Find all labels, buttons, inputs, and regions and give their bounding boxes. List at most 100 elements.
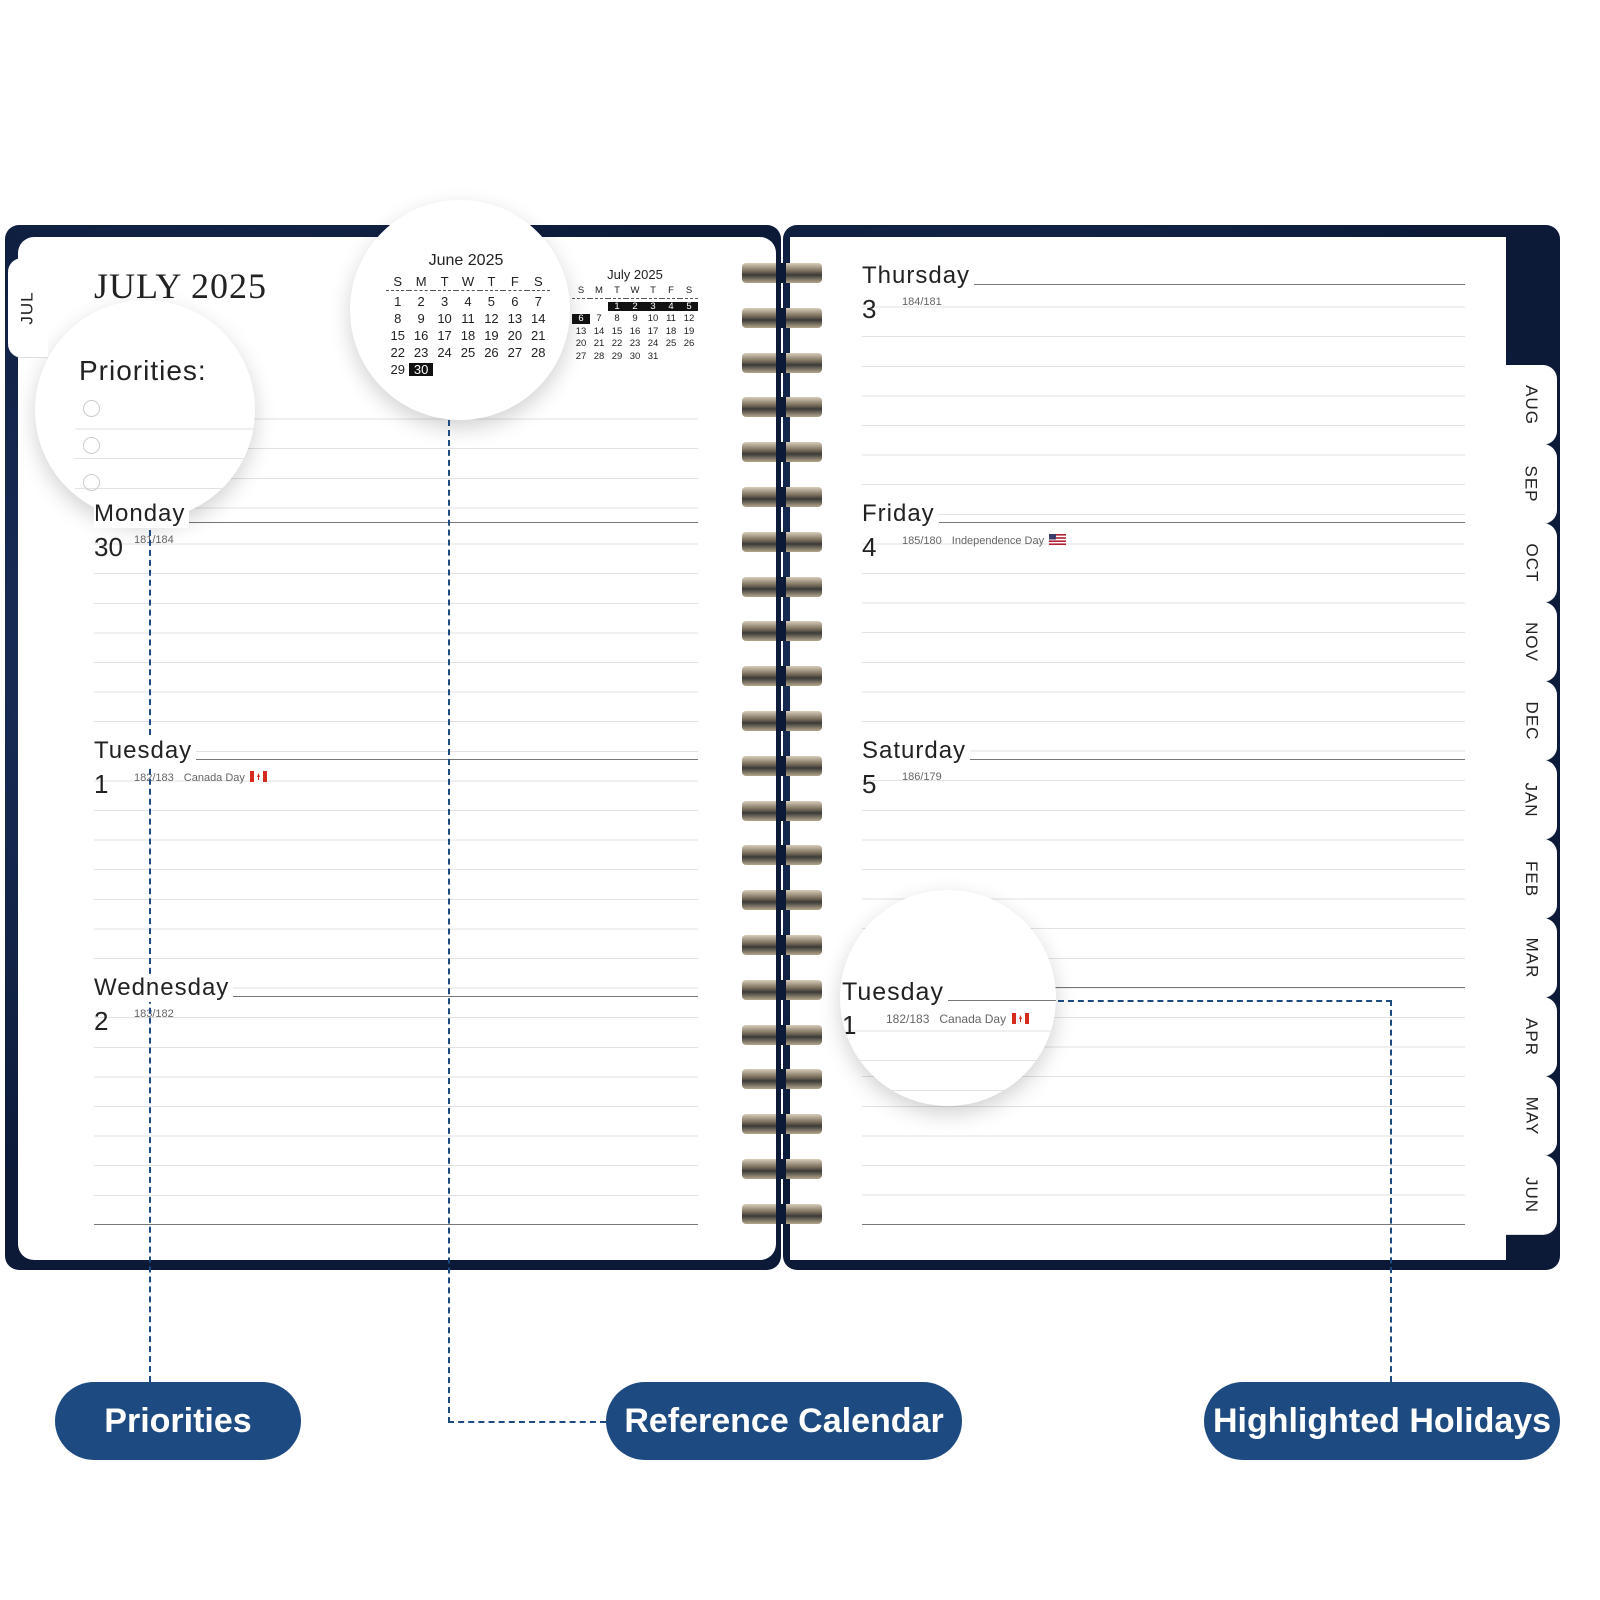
calendar-day[interactable]: 13 xyxy=(507,311,523,326)
calendar-day[interactable]: 18 xyxy=(460,328,476,343)
calendar-day[interactable]: 4 xyxy=(464,294,472,309)
calendar-day[interactable]: 16 xyxy=(413,328,429,343)
calendar-day[interactable]: 11 xyxy=(461,311,475,326)
priority-checkbox[interactable] xyxy=(83,474,100,491)
us-flag-icon xyxy=(1049,534,1067,545)
month-tab-dec[interactable]: DEC xyxy=(1505,681,1557,761)
day-count: 181/184 xyxy=(134,534,174,546)
calendar-day[interactable]: 17 xyxy=(437,328,452,343)
spiral-coil xyxy=(742,890,822,911)
calendar-day[interactable]: 17 xyxy=(647,325,659,337)
canada-flag-icon xyxy=(1012,1013,1030,1024)
month-tab-sep[interactable]: SEP xyxy=(1505,444,1557,524)
calendar-day[interactable]: 6 xyxy=(572,314,590,324)
month-tab-oct[interactable]: OCT xyxy=(1505,523,1557,603)
calendar-day[interactable]: 3 xyxy=(440,294,449,309)
month-tab-may[interactable]: MAY xyxy=(1505,1076,1557,1156)
calendar-day[interactable]: 10 xyxy=(647,313,659,324)
calendar-day[interactable]: 15 xyxy=(390,328,405,343)
calendar-day[interactable]: 27 xyxy=(507,345,523,360)
calendar-day[interactable]: 29 xyxy=(390,362,405,377)
calendar-day[interactable]: 22 xyxy=(390,345,405,360)
calendar-day[interactable]: 14 xyxy=(593,325,605,337)
month-tab-jul[interactable]: JUL xyxy=(8,258,48,358)
calendar-day[interactable]: 23 xyxy=(413,345,429,360)
calendar-day[interactable]: 19 xyxy=(683,325,695,337)
spiral-coil xyxy=(742,711,822,731)
calendar-day[interactable]: 25 xyxy=(460,345,476,360)
calendar-day[interactable]: 9 xyxy=(632,313,638,324)
calendar-day[interactable]: 23 xyxy=(629,338,641,349)
month-tab-label: AUG xyxy=(1522,384,1541,425)
calendar-day[interactable]: 8 xyxy=(394,311,402,326)
calendar-day[interactable]: 21 xyxy=(593,338,605,349)
sunday-rule xyxy=(862,987,1465,988)
calendar-day[interactable]: 11 xyxy=(666,313,676,324)
calendar-day[interactable]: 1 xyxy=(608,301,626,311)
calendar-day[interactable]: 24 xyxy=(647,338,659,349)
month-tab-mar[interactable]: MAR xyxy=(1505,918,1557,998)
calendar-day[interactable]: 8 xyxy=(614,313,620,324)
calendar-day[interactable]: 27 xyxy=(575,350,587,362)
day-count: 182/183 xyxy=(886,1012,930,1026)
calendar-day[interactable]: 12 xyxy=(484,311,499,326)
day-number: 5 xyxy=(862,769,877,799)
calendar-day[interactable]: 4 xyxy=(662,301,680,311)
day-name: Tuesday xyxy=(94,737,197,765)
calendar-day[interactable]: 12 xyxy=(683,313,695,324)
month-tab-nov[interactable]: NOV xyxy=(1505,602,1557,682)
calendar-day[interactable]: 31 xyxy=(647,350,659,362)
canada-flag-icon xyxy=(249,771,267,782)
calendar-day[interactable]: 25 xyxy=(665,338,677,349)
day-name: Thursday xyxy=(862,262,975,290)
calendar-day[interactable]: 24 xyxy=(437,345,452,360)
priorities-label: Priorities: xyxy=(79,355,207,386)
priorities-callout: Priorities xyxy=(55,1382,301,1460)
calendar-day[interactable]: 28 xyxy=(593,350,605,362)
calendar-day[interactable]: 2 xyxy=(417,294,425,309)
spiral-coil xyxy=(742,845,822,866)
calendar-day[interactable]: 30 xyxy=(629,350,641,362)
calendar-day[interactable]: 21 xyxy=(531,328,546,343)
calendar-day[interactable]: 10 xyxy=(437,311,452,326)
calendar-day[interactable]: 14 xyxy=(531,311,546,326)
calendar-day[interactable]: 7 xyxy=(534,294,542,309)
calendar-day[interactable]: 1 xyxy=(394,294,402,309)
calendar-day[interactable]: 9 xyxy=(417,311,425,326)
calendar-day[interactable]: 5 xyxy=(680,301,698,311)
month-tab-aug[interactable]: AUG xyxy=(1505,365,1557,445)
calendar-day[interactable]: 29 xyxy=(611,350,623,362)
month-tab-feb[interactable]: FEB xyxy=(1505,839,1557,919)
calendar-day[interactable]: 19 xyxy=(484,328,499,343)
calendar-day[interactable]: 28 xyxy=(531,345,546,360)
calendar-day[interactable]: 22 xyxy=(611,338,623,349)
calendar-day[interactable]: 16 xyxy=(629,325,641,337)
priority-checkbox[interactable] xyxy=(83,437,100,454)
month-tab-jun[interactable]: JUN xyxy=(1505,1155,1557,1235)
calendar-day[interactable]: 5 xyxy=(487,294,496,309)
calendar-day[interactable]: 3 xyxy=(644,301,662,311)
calendar-day[interactable]: 15 xyxy=(611,325,623,337)
calendar-day[interactable]: 20 xyxy=(507,328,523,343)
priority-checkbox[interactable] xyxy=(83,400,100,417)
calendar-day[interactable]: 13 xyxy=(575,325,587,337)
calendar-day[interactable]: 30 xyxy=(409,363,433,376)
month-tab-jan[interactable]: JAN xyxy=(1505,760,1557,840)
calendar-day[interactable]: 26 xyxy=(683,338,695,349)
calendar-day[interactable]: 20 xyxy=(575,338,587,349)
month-tab-apr[interactable]: APR xyxy=(1505,997,1557,1077)
calendar-day[interactable]: 18 xyxy=(665,325,677,337)
calendar-day[interactable]: 6 xyxy=(511,294,519,309)
calendar-day[interactable]: 7 xyxy=(596,313,602,324)
calendar-day[interactable]: 2 xyxy=(626,301,644,311)
calendar-day[interactable]: 26 xyxy=(484,345,499,360)
spiral-coil xyxy=(742,1159,822,1179)
